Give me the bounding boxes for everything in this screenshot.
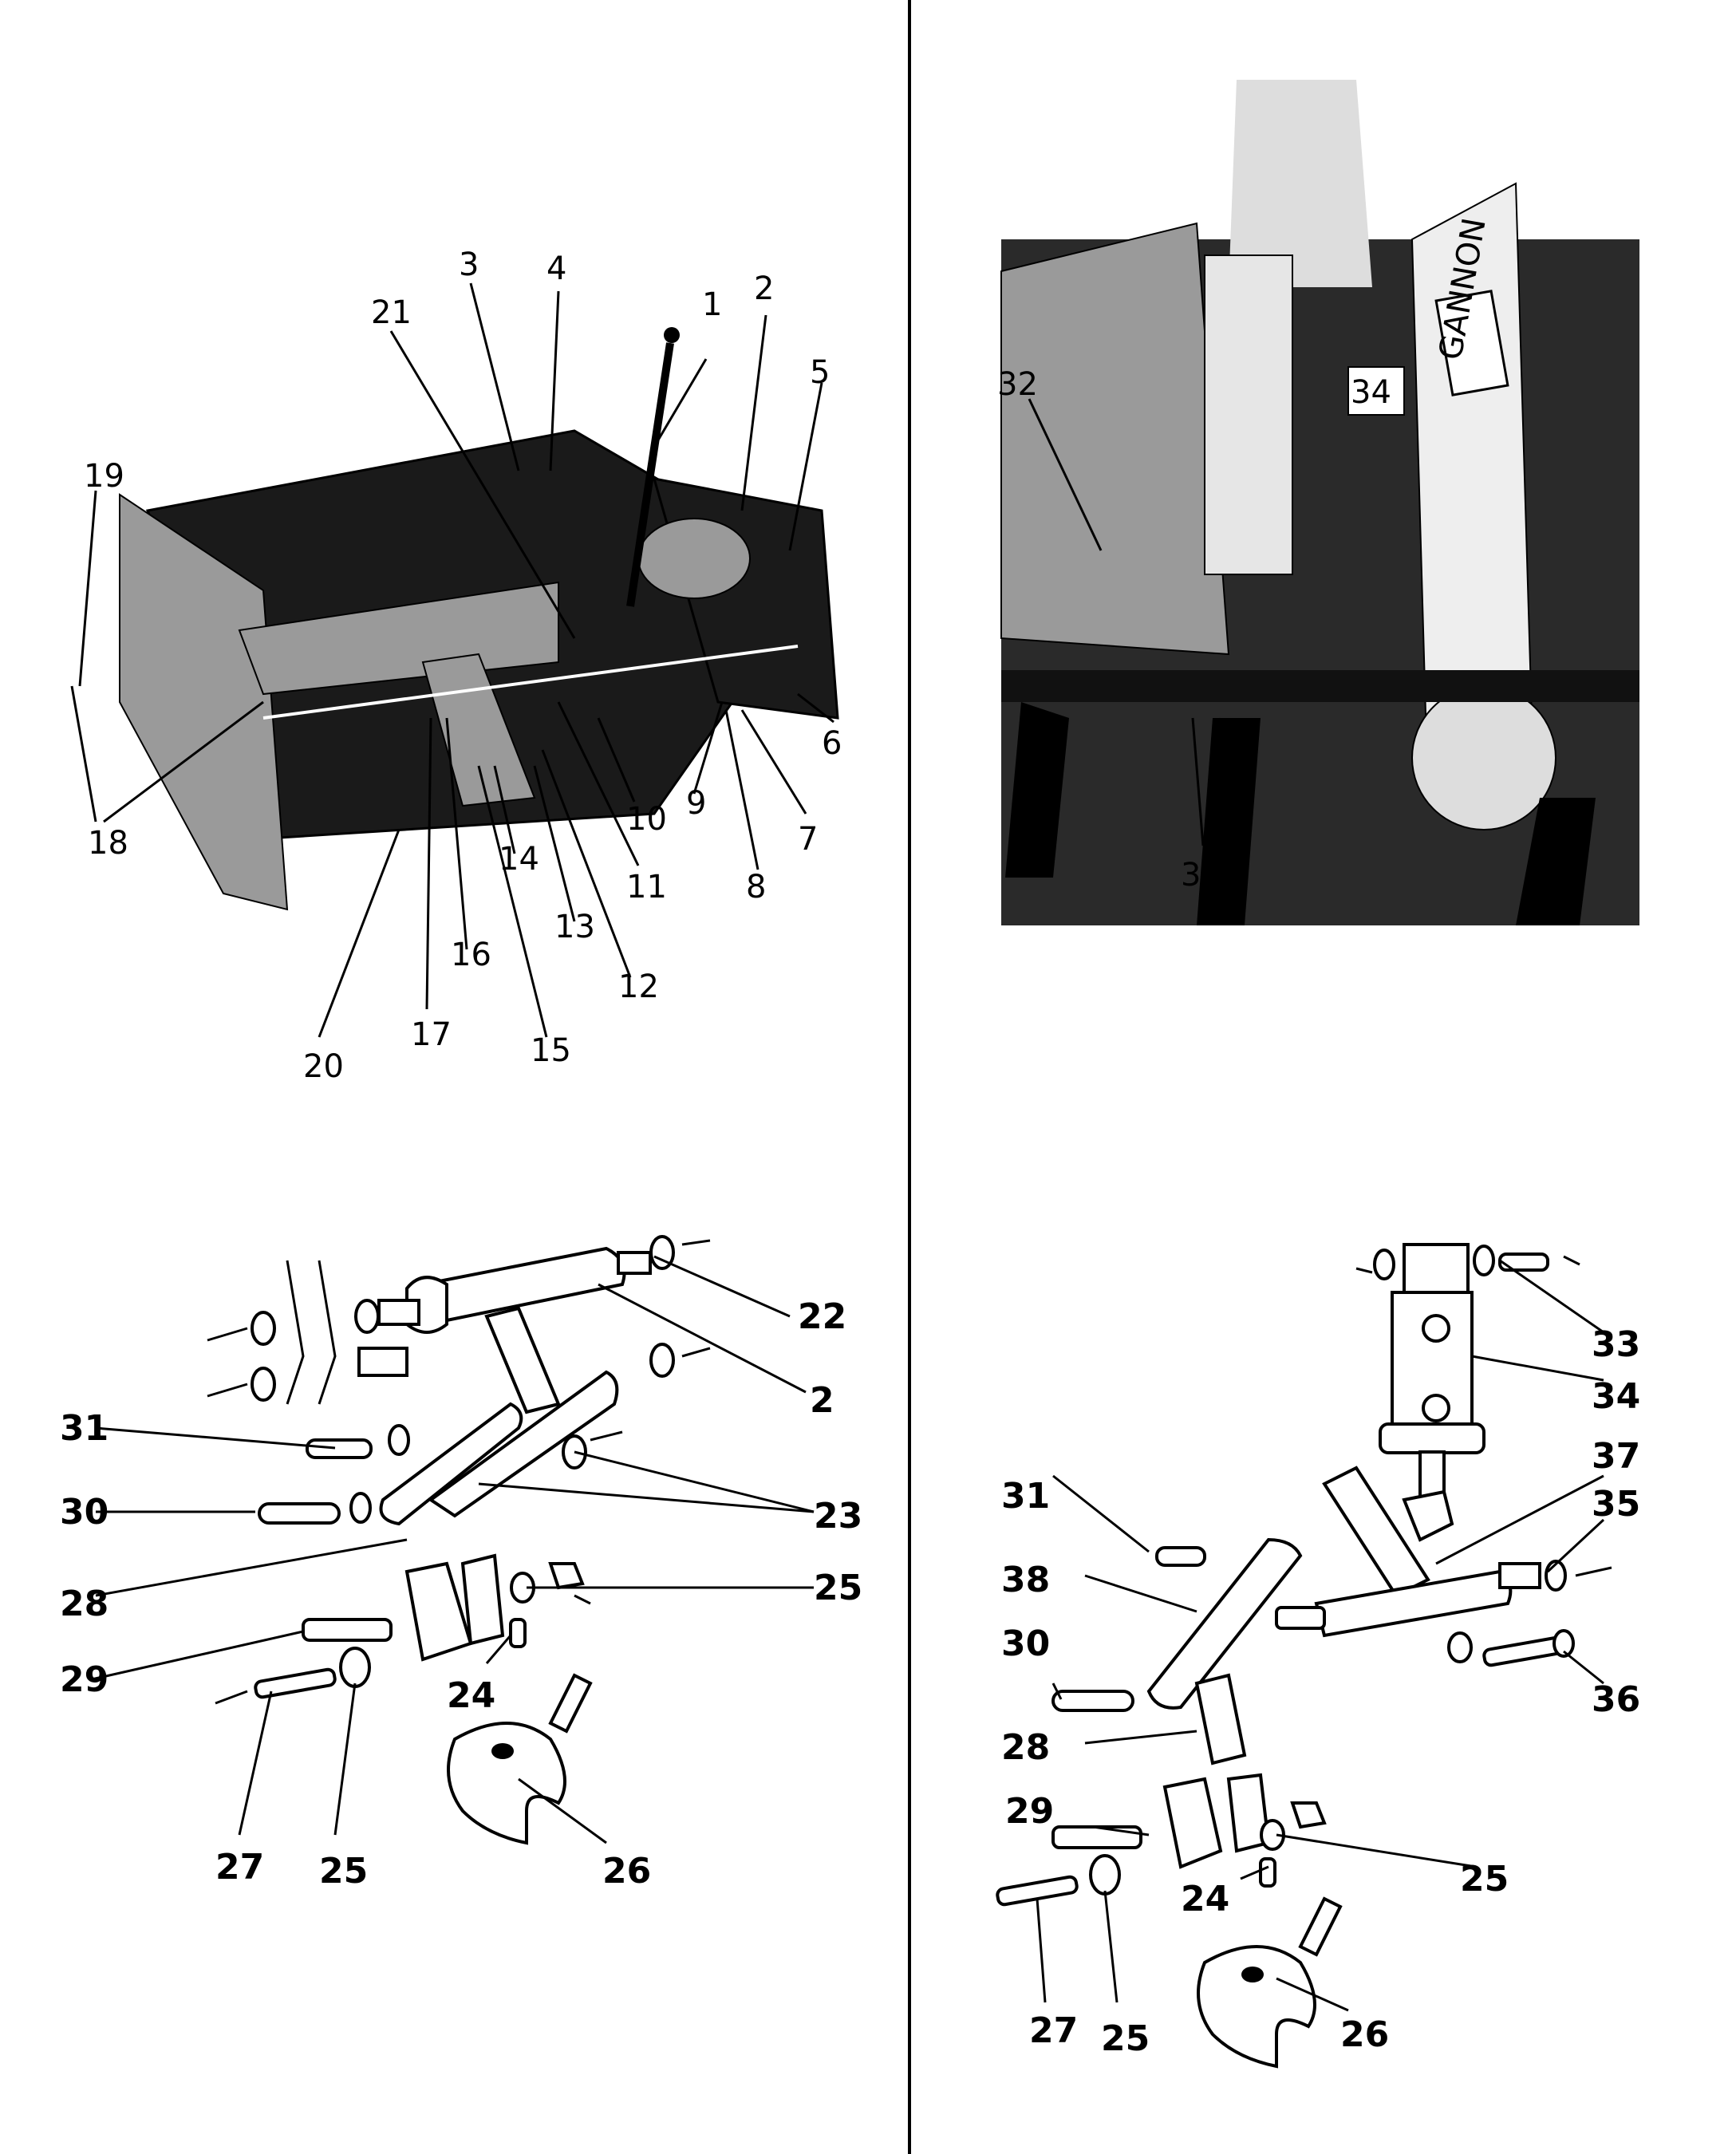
callout-label: 14 xyxy=(499,841,539,878)
callout-label: 7 xyxy=(798,821,818,858)
top-left-leader-lines xyxy=(70,282,834,1038)
callout-label: 28 xyxy=(1001,1727,1050,1768)
callout-label: 21 xyxy=(371,294,412,331)
callout-label: 30 xyxy=(1001,1623,1050,1664)
bottom-left-exploded-view xyxy=(91,1235,815,1845)
callout-label: 3 xyxy=(459,247,479,283)
callout-label: 23 xyxy=(814,1496,862,1537)
callout-label: 39 xyxy=(1181,857,1221,894)
callout-label: 15 xyxy=(531,1032,571,1069)
callout-label: 25 xyxy=(1460,1859,1509,1900)
callout-label: 24 xyxy=(1181,1879,1229,1919)
callout-label: 6 xyxy=(822,725,842,762)
callout-label: 5 xyxy=(810,354,830,391)
callout-label: 17 xyxy=(411,1016,452,1053)
callout-label: 18 xyxy=(88,825,128,862)
callout-label: 37 xyxy=(1592,1436,1640,1477)
callout-label: 30 xyxy=(60,1492,108,1533)
callout-label: 1 xyxy=(702,286,722,323)
callout-label: 20 xyxy=(303,1048,344,1085)
bottom-left-callouts: 22 2 31 23 30 28 25 29 24 27 25 26 xyxy=(60,1296,862,1892)
callout-label: 4 xyxy=(546,251,566,287)
callout-label: 25 xyxy=(1101,2018,1150,2059)
callout-label: 31 xyxy=(60,1408,108,1449)
callout-label: 36 xyxy=(1592,1679,1640,1720)
callout-label: 10 xyxy=(626,801,667,838)
callout-label: 12 xyxy=(618,969,659,1005)
callout-label: 8 xyxy=(746,869,766,905)
callout-label: 19 xyxy=(84,458,124,495)
callout-label: 26 xyxy=(1340,2014,1389,2055)
callout-label: 9 xyxy=(686,785,706,822)
callout-label: 2 xyxy=(754,270,774,307)
callout-label: 13 xyxy=(554,909,595,945)
cylinder-photo: GANNON xyxy=(1000,80,1639,925)
callout-label: 34 xyxy=(1351,374,1391,411)
bottom-right-exploded-view xyxy=(996,1243,1612,2069)
callout-label: 29 xyxy=(60,1659,108,1700)
callout-label: 27 xyxy=(1029,2010,1078,2051)
top-right-callouts: 32 34 39 xyxy=(997,366,1391,894)
callout-label: 27 xyxy=(215,1847,264,1888)
callout-label: 26 xyxy=(602,1851,651,1892)
callout-label: 11 xyxy=(626,869,667,905)
callout-label: 25 xyxy=(814,1568,862,1608)
callout-label: 31 xyxy=(1001,1476,1050,1517)
callout-label: 28 xyxy=(60,1584,108,1624)
callout-label: 2 xyxy=(810,1380,834,1421)
bottom-right-callouts: 33 34 37 31 35 38 30 36 28 29 25 24 27 2… xyxy=(1001,1324,1640,2059)
bucket-photo xyxy=(119,327,839,911)
callout-label: 16 xyxy=(451,937,491,973)
callout-label: 22 xyxy=(798,1296,846,1337)
callout-label: 38 xyxy=(1001,1560,1050,1600)
callout-label: 29 xyxy=(1005,1791,1054,1832)
callout-label: 25 xyxy=(319,1851,368,1892)
callout-label: 32 xyxy=(997,366,1038,403)
callout-label: 34 xyxy=(1592,1376,1640,1417)
callout-label: 33 xyxy=(1592,1324,1640,1365)
top-left-callouts: 1 2 3 4 5 6 7 8 9 10 11 12 13 14 15 16 1… xyxy=(84,247,842,1085)
callout-label: 24 xyxy=(447,1675,495,1716)
callout-label: 35 xyxy=(1592,1484,1640,1525)
